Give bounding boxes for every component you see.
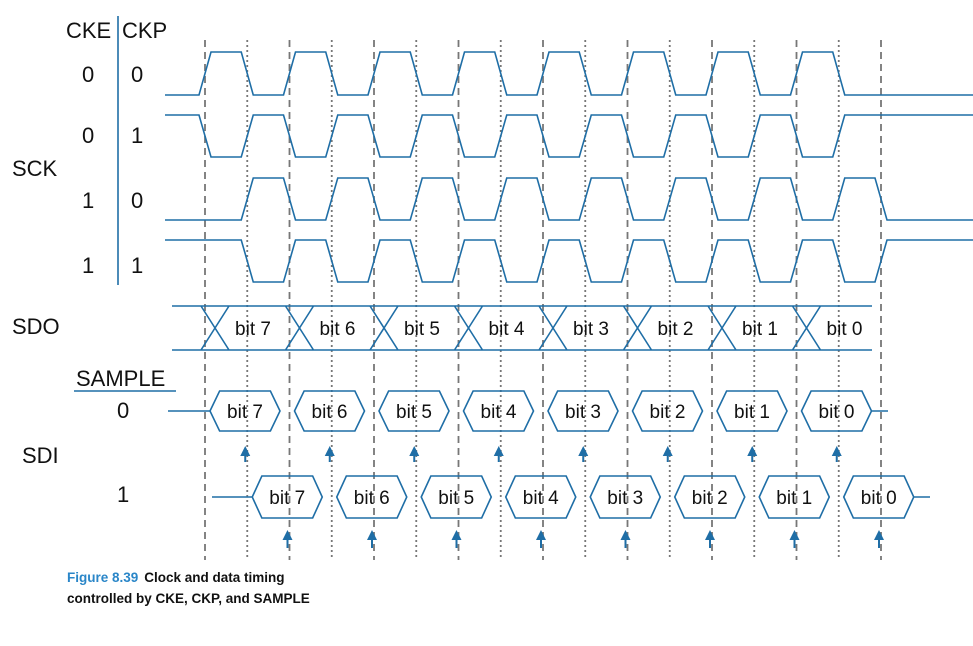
bit-label: bit 4	[481, 402, 517, 423]
sdi-sample1-arrows	[282, 530, 884, 548]
sample-arrow-head	[874, 530, 884, 540]
bit-label: bit 1	[734, 402, 770, 423]
ckp-header: CKP	[122, 18, 167, 43]
sck-wave-cke0-ckp1	[165, 114, 973, 158]
sck-wave-cke0-ckp0	[165, 51, 973, 96]
bit-label: bit 2	[692, 488, 728, 509]
figure-number: Figure 8.39	[67, 570, 139, 585]
cke-value-row1: 0	[82, 62, 94, 87]
sdi-sample0-lines	[168, 390, 888, 432]
sdo-bit-label: bit 5	[404, 319, 440, 340]
bit-label: bit 5	[438, 488, 474, 509]
sample-arrow-head	[831, 446, 842, 456]
cke-header: CKE	[66, 18, 111, 43]
bit-label: bit 3	[607, 488, 643, 509]
sample-arrow-head	[620, 530, 631, 540]
sdo-bit-label: bit 4	[489, 319, 525, 340]
sample-arrow-head	[747, 446, 758, 456]
figure-caption-text: Clock and data timing controlled by CKE,…	[67, 570, 310, 606]
sdi-sample0-arrows	[240, 446, 842, 462]
sck-waveforms	[165, 51, 973, 283]
ckp-value-row2: 1	[131, 123, 143, 148]
ckp-value-row4: 1	[131, 253, 143, 278]
sample-arrow-head	[578, 446, 589, 456]
sample-arrow-head	[240, 446, 251, 456]
bit-label: bit 6	[312, 402, 348, 423]
sck-wave-cke1-ckp0	[165, 177, 973, 221]
sample-arrow-head	[705, 530, 715, 540]
sample-value-0: 0	[117, 398, 129, 423]
bit-label: bit 4	[523, 488, 559, 509]
timing-guides	[204, 40, 882, 560]
sample-arrow-head	[789, 530, 800, 540]
sample-value-1: 1	[117, 482, 129, 507]
sdo-bit-label: bit 1	[742, 319, 778, 340]
sdi-waveform-sample1: bit 7 bit 6 bit 5 bit 4 bit 3 bit 2 bit 1 bit 0	[212, 475, 930, 548]
bit-label: bit 6	[354, 488, 390, 509]
sample-arrow-head	[282, 530, 293, 540]
sck-wave-cke1-ckp1	[165, 239, 973, 283]
sdo-bit-label: bit 6	[320, 319, 356, 340]
sdo-waveform: bit 7 bit 6 bit 5 bit 4 bit 3 bit 2 bit 1 bit 0	[172, 305, 872, 351]
bit-label: bit 0	[819, 402, 855, 423]
bit-label: bit 7	[269, 488, 305, 509]
sdi-sample1-bit-labels: bit 7 bit 6 bit 5 bit 4 bit 3 bit 2 bit 1 bit 0	[269, 488, 896, 509]
sdi-waveform-sample0: bit 7 bit 6 bit 5 bit 4 bit 3 bit 2 bit 1 bit 0	[168, 390, 888, 462]
sdi-sample0-bit-labels: bit 7 bit 6 bit 5 bit 4 bit 3 bit 2 bit 1 bit 0	[227, 402, 854, 423]
sample-arrow-head	[409, 446, 420, 456]
bit-label: bit 3	[565, 402, 601, 423]
ckp-value-row1: 0	[131, 62, 143, 87]
sck-label: SCK	[12, 156, 58, 181]
bit-label: bit 0	[861, 488, 897, 509]
cke-value-row3: 1	[82, 188, 94, 213]
bit-label: bit 1	[776, 488, 812, 509]
sample-arrow-head	[493, 446, 504, 456]
sdo-bit-label: bit 3	[573, 319, 609, 340]
sdo-bit-label: bit 0	[827, 319, 863, 340]
sdi-sample1-lines	[212, 475, 930, 519]
sample-arrow-head	[536, 530, 546, 540]
sdo-bit-label: bit 7	[235, 319, 271, 340]
sdo-bit-label: bit 2	[658, 319, 694, 340]
cke-value-row4: 1	[82, 253, 94, 278]
ckp-value-row3: 0	[131, 188, 143, 213]
sdo-label: SDO	[12, 314, 60, 339]
cke-value-row2: 0	[82, 123, 94, 148]
sample-arrow-head	[451, 530, 462, 540]
sample-arrow-head	[324, 446, 335, 456]
sdo-bus-lines	[172, 305, 872, 351]
sdo-bit-labels: bit 7 bit 6 bit 5 bit 4 bit 3 bit 2 bit 1 bit 0	[235, 319, 862, 340]
sdi-label: SDI	[22, 443, 59, 468]
timing-diagram: CKE CKP 0 0 0 1 1 0 1 1 SCK SDO SAMPLE 0…	[12, 16, 973, 560]
mode-table: CKE CKP 0 0 0 1 1 0 1 1	[66, 16, 167, 285]
sample-arrow-head	[662, 446, 673, 456]
sample-arrow-head	[367, 530, 377, 540]
bit-label: bit 7	[227, 402, 263, 423]
bit-label: bit 2	[650, 402, 686, 423]
bit-label: bit 5	[396, 402, 432, 423]
sample-label: SAMPLE	[76, 366, 165, 391]
